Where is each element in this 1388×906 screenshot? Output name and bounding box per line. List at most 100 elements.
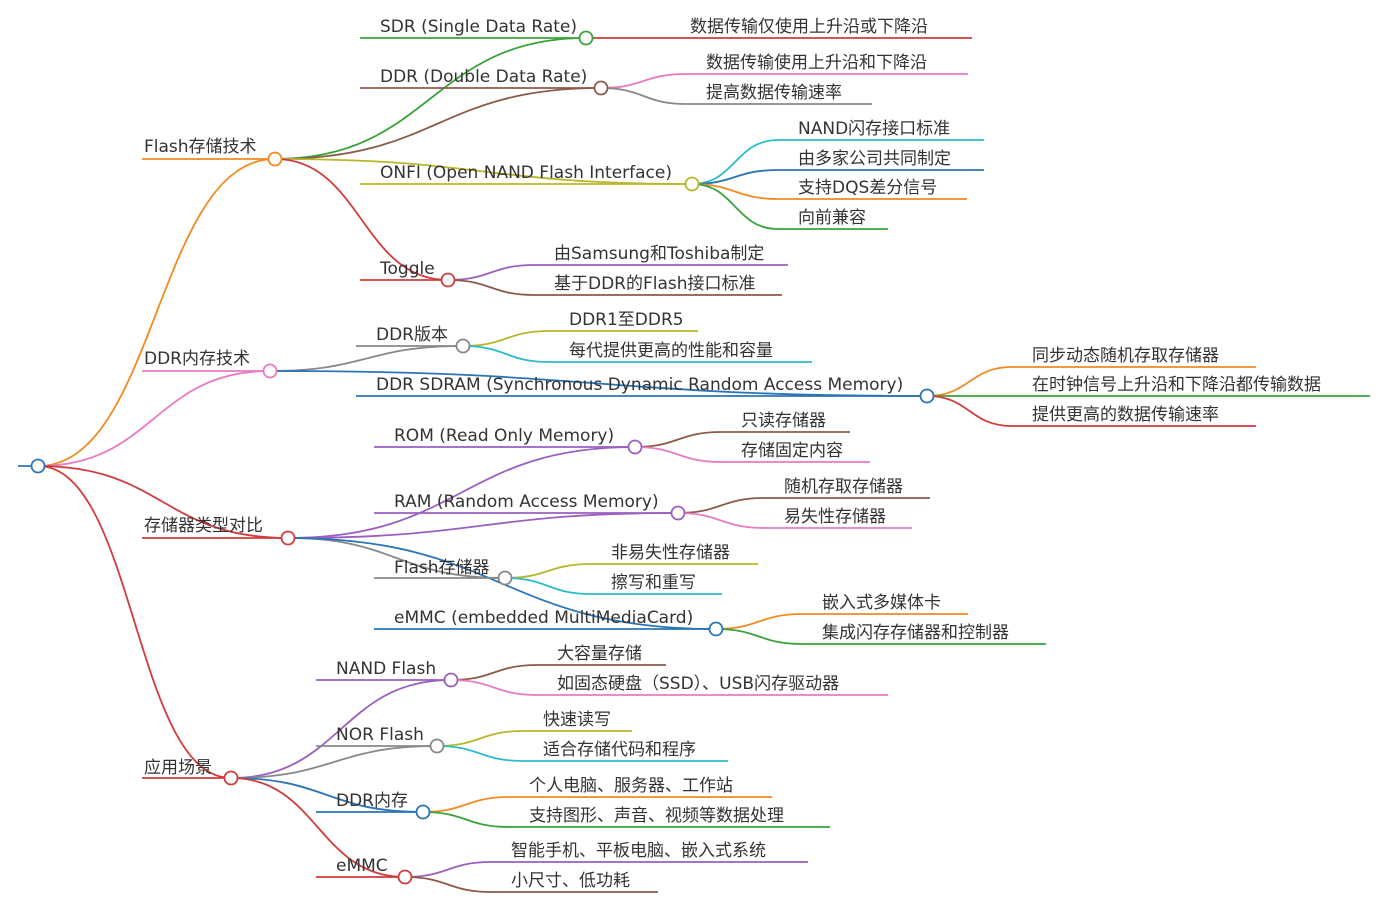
connector-sub-0-2 — [274, 158, 693, 185]
leaf-1-0-1-label: 每代提供更高的性能和容量 — [569, 341, 773, 361]
leaf-3-3-0-label: 智能手机、平板电脑、嵌入式系统 — [511, 841, 766, 861]
connector-leaf-0-3-0 — [447, 264, 535, 281]
connector-leaf-1-0-1 — [462, 345, 550, 363]
leaf-0-3-1-label: 基于DDR的Flash接口标准 — [554, 274, 756, 294]
sub-2-0-knob[interactable] — [627, 439, 643, 455]
branch-3-knob[interactable] — [223, 770, 239, 786]
leaf-2-2-0-label: 非易失性存储器 — [611, 543, 730, 563]
connector-leaf-2-2-1 — [504, 577, 592, 595]
connector-leaf-3-0-0 — [450, 664, 538, 681]
sub-2-3-label: eMMC (embedded MultiMediaCard) — [394, 608, 693, 628]
sub-3-1-label: NOR Flash — [336, 725, 424, 745]
branch-2-label: 存储器类型对比 — [144, 516, 263, 536]
leaf-2-2-1-label: 擦写和重写 — [611, 573, 696, 593]
connector-leaf-1-1-0 — [926, 366, 1013, 397]
leaf-3-2-0-label: 个人电脑、服务器、工作站 — [529, 776, 733, 796]
connector-leaf-0-2-0 — [691, 139, 779, 185]
leaf-0-2-1-label: 由多家公司共同制定 — [798, 149, 951, 169]
sub-1-0-knob[interactable] — [455, 338, 471, 354]
leaf-1-1-1-label: 在时钟信号上升沿和下降沿都传输数据 — [1032, 375, 1321, 395]
leaf-3-3-1-label: 小尺寸、低功耗 — [511, 871, 630, 891]
connector-leaf-2-0-1 — [634, 446, 722, 463]
connector-leaf-0-1-1 — [600, 87, 687, 105]
leaf-1-1-0-label: 同步动态随机存取存储器 — [1032, 346, 1219, 366]
node-layer — [30, 30, 935, 885]
leaf-0-0-0-label: 数据传输仅使用上升沿或下降沿 — [690, 16, 928, 37]
connector-sub-2-1 — [287, 512, 679, 539]
sub-2-2-label: Flash存储器 — [394, 558, 490, 578]
connector-leaf-0-2-3 — [691, 183, 779, 230]
connector-leaf-3-0-1 — [450, 679, 538, 696]
connector-sub-3-1 — [230, 745, 438, 779]
connector-leaf-3-1-1 — [436, 745, 524, 762]
sub-3-3-knob[interactable] — [397, 869, 413, 885]
connector-sub-2-0 — [287, 446, 636, 539]
label-layer: Flash存储技术 SDR (Single Data Rate) 数据传输仅使用上升… — [144, 16, 1321, 891]
sub-0-1-knob[interactable] — [593, 80, 609, 96]
sub-2-2-knob[interactable] — [497, 570, 513, 586]
sub-2-1-knob[interactable] — [670, 505, 686, 521]
sub-2-1-label: RAM (Random Access Memory) — [394, 492, 659, 512]
leaf-0-3-0-label: 由Samsung和Toshiba制定 — [554, 244, 764, 264]
leaf-3-0-1-label: 如固态硬盘（SSD）、USB闪存驱动器 — [557, 674, 839, 694]
sub-1-1-knob[interactable] — [919, 388, 935, 404]
sub-0-2-knob[interactable] — [684, 176, 700, 192]
connector-leaf-2-2-0 — [504, 563, 592, 579]
leaf-2-1-0-label: 随机存取存储器 — [784, 477, 903, 497]
leaf-0-1-0-label: 数据传输使用上升沿和下降沿 — [706, 52, 927, 73]
connector-layer — [37, 37, 1013, 893]
sub-0-3-knob[interactable] — [440, 272, 456, 288]
connector-sub-0-1 — [274, 87, 602, 160]
leaf-3-1-0-label: 快速读写 — [543, 710, 611, 730]
leaf-2-0-1-label: 存储固定内容 — [741, 441, 843, 461]
branch-0-knob[interactable] — [267, 151, 283, 167]
sub-1-1-label: DDR SDRAM (Synchronous Dynamic Random Ac… — [376, 375, 903, 395]
connector-leaf-2-3-0 — [715, 613, 803, 630]
connector-sub-3-2 — [230, 777, 424, 813]
connector-sub-3-0 — [230, 679, 452, 779]
sub-0-0-label: SDR (Single Data Rate) — [380, 17, 577, 37]
connector-branch-3 — [37, 465, 232, 779]
leaf-0-1-1-label: 提高数据传输速率 — [706, 83, 842, 103]
connector-sub-0-0 — [274, 37, 587, 160]
connector-leaf-3-1-0 — [436, 730, 524, 747]
leaf-3-0-0-label: 大容量存储 — [557, 644, 642, 664]
leaf-2-3-0-label: 嵌入式多媒体卡 — [822, 593, 941, 613]
branch-2-knob[interactable] — [280, 530, 296, 546]
connector-leaf-3-3-1 — [404, 876, 492, 893]
leaf-3-1-1-label: 适合存储代码和程序 — [543, 740, 696, 760]
leaf-0-2-2-label: 支持DQS差分信号 — [798, 178, 937, 198]
branch-1-knob[interactable] — [262, 363, 278, 379]
connector-leaf-3-2-0 — [422, 796, 510, 813]
sub-2-0-label: ROM (Read Only Memory) — [394, 426, 614, 446]
connector-sub-0-3 — [274, 158, 449, 281]
connector-sub-1-1 — [269, 370, 928, 397]
connector-leaf-0-3-1 — [447, 279, 535, 296]
connector-branch-0 — [37, 158, 276, 467]
connector-leaf-1-0-0 — [462, 330, 550, 347]
leaf-1-0-0-label: DDR1至DDR5 — [569, 310, 684, 330]
connector-leaf-3-3-0 — [404, 861, 492, 878]
root-node-knob[interactable] — [30, 458, 46, 474]
sub-0-1-label: DDR (Double Data Rate) — [380, 67, 587, 87]
leaf-2-3-1-label: 集成闪存存储器和控制器 — [822, 623, 1009, 643]
connector-leaf-0-1-0 — [600, 73, 687, 89]
branch-1-label: DDR内存技术 — [144, 349, 250, 369]
connector-leaf-3-2-1 — [422, 811, 510, 828]
leaf-3-2-1-label: 支持图形、声音、视频等数据处理 — [529, 806, 784, 826]
leaf-0-2-0-label: NAND闪存接口标准 — [798, 119, 950, 139]
sub-3-1-knob[interactable] — [429, 738, 445, 754]
sub-0-0-knob[interactable] — [578, 30, 594, 46]
connector-sub-3-3 — [230, 777, 406, 878]
branch-3-label: 应用场景 — [144, 758, 212, 778]
connector-branch-2 — [37, 465, 289, 539]
branch-0-label: Flash存储技术 — [144, 137, 257, 157]
sub-3-2-knob[interactable] — [415, 804, 431, 820]
sub-3-0-knob[interactable] — [443, 672, 459, 688]
leaf-2-0-0-label: 只读存储器 — [741, 411, 826, 431]
sub-2-3-knob[interactable] — [708, 621, 724, 637]
sub-1-0-label: DDR版本 — [376, 325, 448, 345]
sub-0-2-label: ONFI (Open NAND Flash Interface) — [380, 163, 672, 183]
leaf-2-1-1-label: 易失性存储器 — [784, 507, 886, 527]
